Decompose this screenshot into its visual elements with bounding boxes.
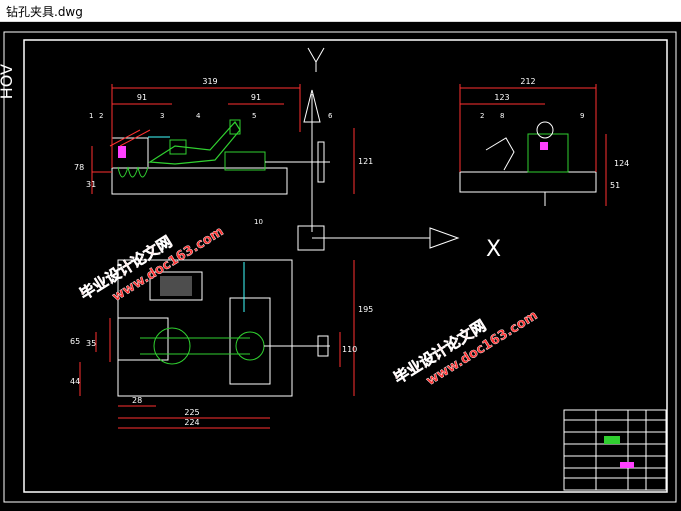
watermark-1: 毕业设计论文网 www.doc163.com <box>76 224 226 305</box>
front-marker <box>118 146 126 158</box>
side-knob <box>536 121 554 139</box>
dim-left-a: 91 <box>137 93 147 102</box>
axis-x-label: X <box>486 237 501 262</box>
dim-plan-110: 110 <box>342 345 357 354</box>
dim-plan-65: 65 <box>70 337 80 346</box>
dim-plan-44: 44 <box>70 377 80 386</box>
balloon-6: 6 <box>328 112 333 120</box>
balloon-4: 4 <box>196 112 201 120</box>
dim-side-123: 123 <box>494 93 509 102</box>
watermark-2: 毕业设计论文网 www.doc163.com <box>390 308 540 389</box>
side-balloon-2: 2 <box>480 112 484 120</box>
side-balloon-8: 8 <box>500 112 504 120</box>
front-support <box>169 139 187 155</box>
title-block <box>563 409 667 491</box>
plan-balloon-10: 10 <box>254 218 263 226</box>
plan-clamp-head <box>149 271 203 301</box>
dim-plan-195: 195 <box>358 305 373 314</box>
front-dims <box>91 84 355 194</box>
dim-top-overall: 319 <box>202 77 217 86</box>
title-block-mark-2 <box>620 462 634 468</box>
dim-plan-225: 225 <box>184 408 199 417</box>
front-view <box>111 119 330 195</box>
dim-height-121: 121 <box>358 157 373 166</box>
window-titlebar: 钻孔夹具.dwg <box>0 0 681 22</box>
ucs-axes <box>297 47 460 251</box>
plan-left-block <box>117 317 169 361</box>
plan-clamp-fill <box>160 276 192 296</box>
inner-frame <box>23 39 668 493</box>
side-base <box>459 171 597 193</box>
side-dims <box>459 84 607 206</box>
plan-cam <box>235 331 265 361</box>
balloon-3: 3 <box>160 112 164 120</box>
title-block-mark-1 <box>604 436 620 444</box>
balloon-2: 2 <box>99 112 103 120</box>
dim-plan-28: 28 <box>132 396 142 405</box>
front-springs <box>117 166 149 178</box>
dim-height-31: 31 <box>86 180 96 189</box>
dim-right-a: 91 <box>251 93 261 102</box>
side-body <box>527 133 569 173</box>
front-lever-head <box>229 119 241 135</box>
window-title: 钻孔夹具.dwg <box>6 5 83 19</box>
plan-pivot <box>153 327 191 365</box>
cad-drawing[interactable]: AOH 319 91 91 78 31 121 1 2 3 4 5 6 <box>0 22 681 507</box>
plan-lever <box>140 337 250 355</box>
balloon-5: 5 <box>252 112 256 120</box>
balloon-1: 1 <box>89 112 93 120</box>
front-clamp-lever <box>148 121 241 165</box>
outer-frame <box>3 31 677 503</box>
dim-plan-224: 224 <box>184 418 199 427</box>
dim-plan-35: 35 <box>86 339 96 348</box>
side-marker <box>540 142 548 150</box>
dim-side-124: 124 <box>614 159 629 168</box>
plan-view <box>117 259 330 397</box>
side-view <box>459 121 597 206</box>
front-cylinder <box>224 151 266 171</box>
dim-side-51: 51 <box>610 181 620 190</box>
plan-right-block <box>229 297 271 385</box>
front-rod-end <box>317 141 325 183</box>
side-balloon-9: 9 <box>580 112 584 120</box>
plan-dims <box>79 260 355 429</box>
side-linkage <box>485 137 515 171</box>
dim-side-overall: 212 <box>520 77 535 86</box>
front-base <box>111 167 288 195</box>
drawing-viewport[interactable]: AOH 319 91 91 78 31 121 1 2 3 4 5 6 <box>0 22 681 507</box>
side-stamp: AOH <box>0 64 16 99</box>
dim-height-78: 78 <box>74 163 84 172</box>
plan-rod-end <box>317 335 329 357</box>
